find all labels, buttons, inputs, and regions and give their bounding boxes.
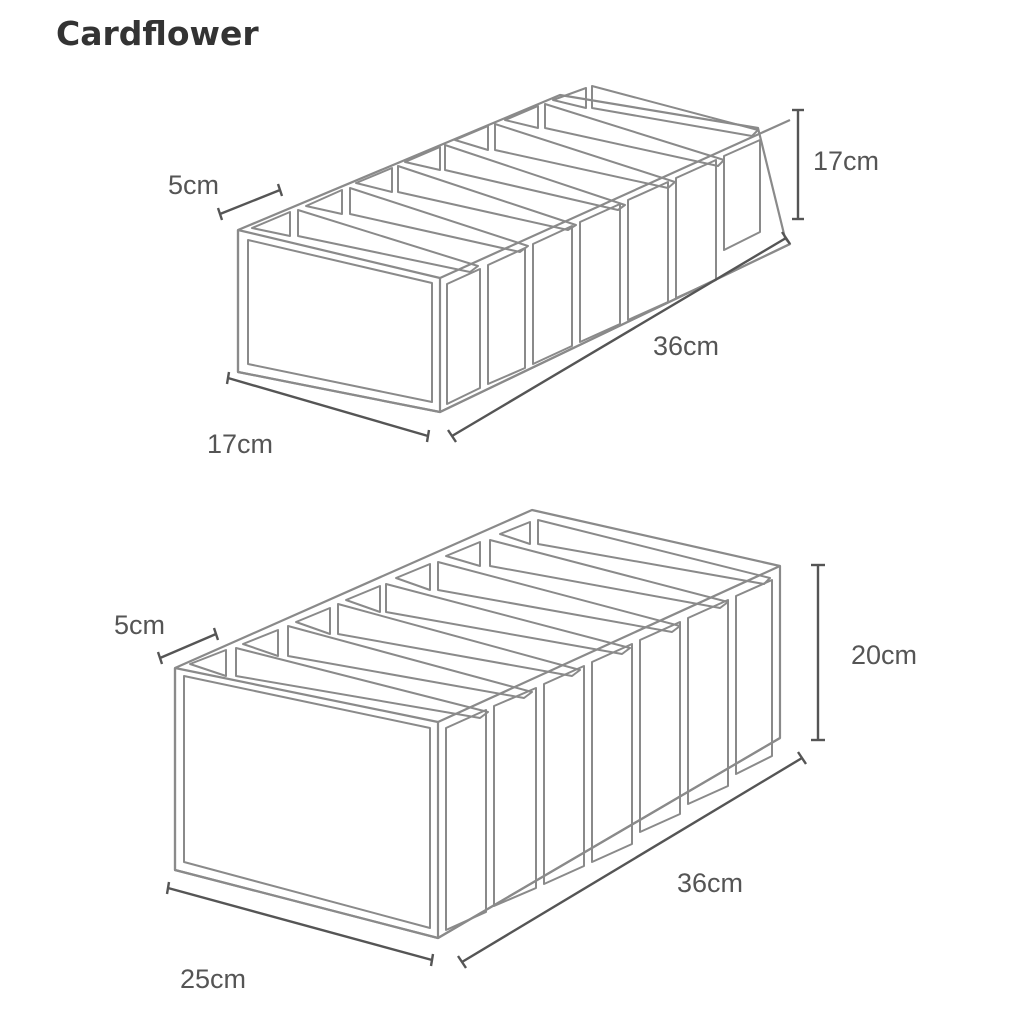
large-organizer-dimensions [156, 563, 825, 969]
small-length-label: 36cm [653, 331, 719, 361]
small-organizer-drawing [236, 85, 792, 414]
small-height-label: 17cm [813, 146, 879, 176]
large-height-label: 20cm [851, 640, 917, 670]
large-compartment-width-label: 5cm [114, 610, 165, 640]
small-organizer-dimensions [216, 108, 804, 443]
small-width-label: 17cm [207, 429, 273, 459]
large-organizer-drawing [173, 508, 782, 940]
brand-logo: Cardflower [56, 14, 259, 53]
large-length-label: 36cm [677, 868, 743, 898]
large-width-label: 25cm [180, 964, 246, 994]
small-compartment-width-label: 5cm [168, 170, 219, 200]
